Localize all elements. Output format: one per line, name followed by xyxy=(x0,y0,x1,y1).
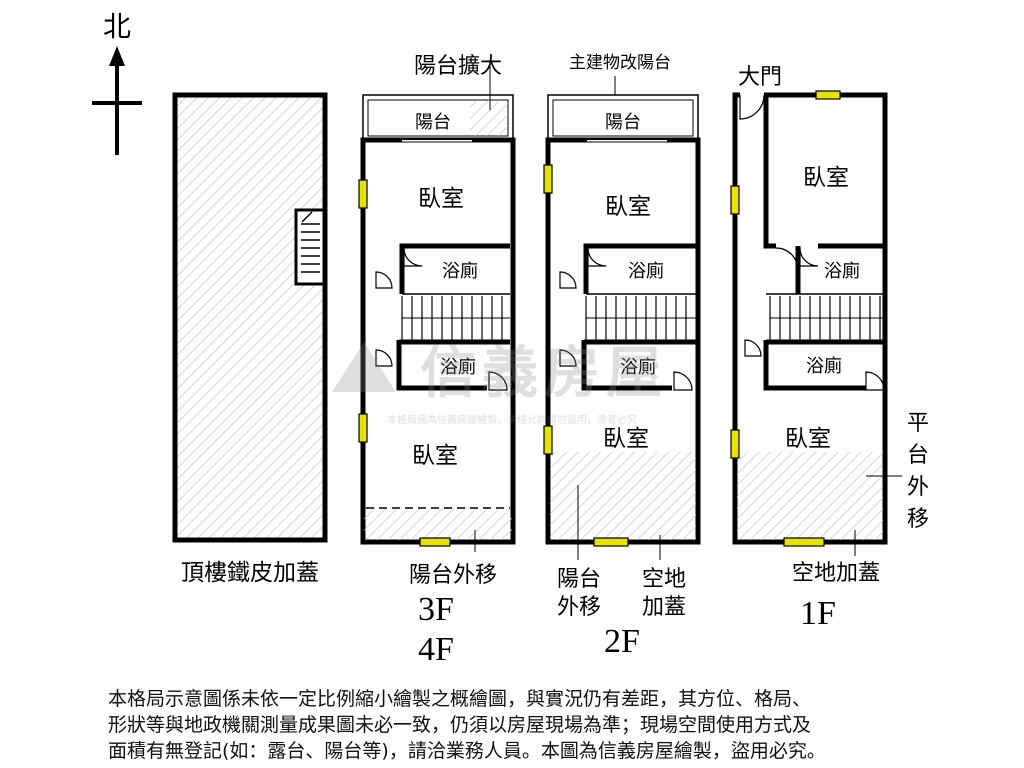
balcony-label: 陽台 xyxy=(415,112,451,133)
door-icon xyxy=(865,371,885,391)
room-bedroom-bottom: 臥室 xyxy=(603,426,649,452)
room-bathroom-top: 浴廁 xyxy=(824,260,860,282)
compass: 北 xyxy=(92,10,142,155)
bedroom-balcony-area xyxy=(364,508,512,540)
stairs-2f xyxy=(585,296,696,340)
disclaimer-line: 面積有無登記(如：露台、陽台等)，請洽業務人員。本圖為信義房屋繪製，盜用必究。 xyxy=(108,740,826,762)
side-note-char-1: 平 xyxy=(907,411,929,436)
window-icon xyxy=(730,185,740,215)
caption-balcony-moved-1: 陽台 xyxy=(557,567,601,592)
side-note-char-4: 移 xyxy=(907,507,929,532)
north-arrow-icon xyxy=(109,46,125,66)
watermark-logo-icon xyxy=(332,342,396,392)
door-icon xyxy=(403,247,423,267)
door-icon xyxy=(673,371,693,391)
stairs-3f xyxy=(401,296,510,340)
door-icon xyxy=(375,349,393,367)
window-icon xyxy=(358,413,368,443)
balcony-label: 陽台 xyxy=(605,112,641,133)
floor-3f-4f-plan: 陽台擴大 陽台 xyxy=(358,54,516,668)
window-icon xyxy=(815,90,841,100)
door-icon xyxy=(559,349,577,367)
room-bathroom-mid: 浴廁 xyxy=(440,356,476,378)
room-bathroom-mid: 浴廁 xyxy=(806,355,842,377)
roof-plan: 頂樓鐵皮加蓋 xyxy=(172,92,328,586)
room-bedroom-top: 臥室 xyxy=(418,186,464,212)
watermark-brand: 信義房屋 xyxy=(420,341,668,406)
balcony-2f xyxy=(547,94,699,141)
bathroom-mid-3f xyxy=(396,339,510,391)
window-icon xyxy=(419,537,451,547)
door-icon xyxy=(799,247,819,267)
caption-open-space-2: 加蓋 xyxy=(642,595,686,620)
bedroom-top-1f-walls xyxy=(763,95,885,249)
caption-balcony-moved: 陽台外移 xyxy=(409,563,497,588)
main-building-to-balcony-note: 主建物改陽台 xyxy=(569,53,671,73)
floor-label-1f: 1F xyxy=(800,595,836,632)
door-icon xyxy=(587,247,607,267)
door-icon xyxy=(775,247,799,271)
main-door-icon xyxy=(739,94,765,120)
window-icon xyxy=(593,537,629,547)
room-bedroom-bottom: 臥室 xyxy=(785,426,831,452)
door-icon xyxy=(559,271,577,289)
door-icon xyxy=(744,339,762,357)
window-icon xyxy=(730,429,740,459)
bathroom-top-3f xyxy=(399,243,510,295)
balcony-expansion-area xyxy=(470,100,508,136)
floor-label-3f: 3F xyxy=(418,591,454,628)
disclaimer: 本格局示意圖係未依一定比例縮小繪製之概繪圖，與實況仍有差距，其方位、格局、 形狀… xyxy=(108,686,988,764)
watermark: 信義房屋 本格局圖為信義房屋繪製，未經允許請勿盜用，違者必究 xyxy=(332,341,668,426)
disclaimer-line: 本格局示意圖係未依一定比例縮小繪製之概繪圖，與實況仍有差距，其方位、格局、 xyxy=(108,688,812,710)
bathroom-mid-1f xyxy=(763,339,885,391)
disclaimer-line: 形狀等與地政機關測量成果圖未必一致，仍須以房屋現場為準；現場空間使用方式及 xyxy=(108,714,812,736)
north-label: 北 xyxy=(103,10,131,43)
caption-open-space: 空地加蓋 xyxy=(792,561,880,586)
room-bedroom-top: 臥室 xyxy=(803,165,849,191)
side-note-char-3: 外 xyxy=(907,475,929,500)
door-icon xyxy=(488,371,508,391)
open-space-addition-area xyxy=(737,452,883,540)
watermark-small-text: 本格局圖為信義房屋繪製，未經允許請勿盜用，違者必究 xyxy=(387,413,637,426)
room-bathroom-mid: 浴廁 xyxy=(620,356,656,378)
window-icon xyxy=(358,179,368,209)
roof-stair-icon xyxy=(294,208,326,286)
side-note-char-2: 台 xyxy=(907,443,929,468)
room-bathroom-top: 浴廁 xyxy=(442,260,478,282)
roof-caption: 頂樓鐵皮加蓋 xyxy=(181,560,319,586)
room-bedroom-top: 臥室 xyxy=(605,194,651,220)
caption-balcony-moved-2: 外移 xyxy=(557,595,601,620)
floor-2f-plan: 主建物改陽台 陽台 xyxy=(543,53,701,660)
open-space-addition-area xyxy=(550,452,696,540)
floor-label-2f: 2F xyxy=(604,623,640,660)
bathroom-top-2f xyxy=(583,243,696,295)
window-icon xyxy=(543,164,553,194)
roof-outline xyxy=(172,92,328,543)
floor-label-4f: 4F xyxy=(418,631,454,668)
door-icon xyxy=(375,271,393,289)
window-icon xyxy=(543,425,553,455)
room-bathroom-top: 浴廁 xyxy=(628,260,664,282)
stairs-1f xyxy=(769,296,883,340)
bathroom-mid-2f xyxy=(581,339,696,391)
window-icon xyxy=(783,537,825,547)
main-door-label: 大門 xyxy=(738,65,782,90)
balcony-expansion-label: 陽台擴大 xyxy=(414,54,502,79)
caption-open-space-1: 空地 xyxy=(642,567,686,592)
room-bedroom-bottom: 臥室 xyxy=(412,443,458,469)
floor-1f-plan: 大門 xyxy=(730,65,929,632)
